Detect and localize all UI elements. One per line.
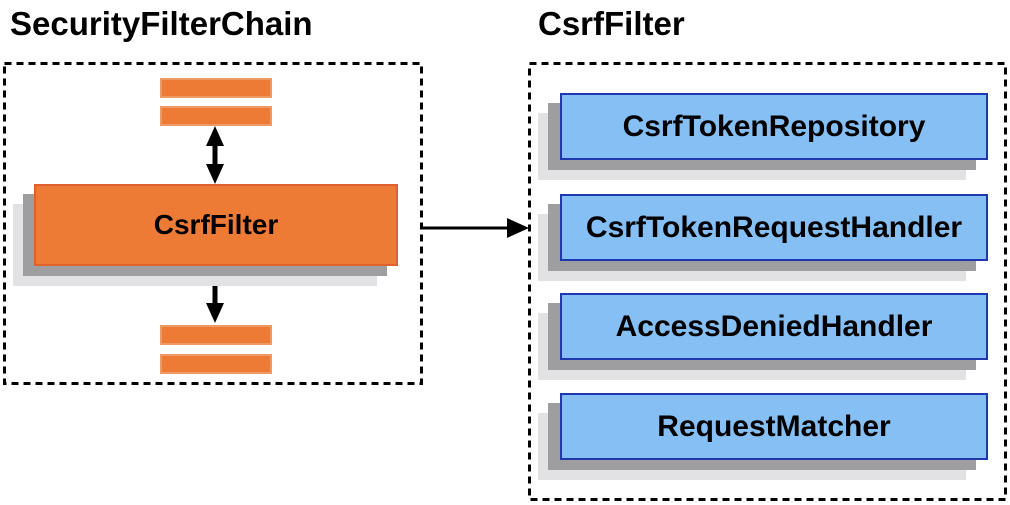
- component-label: AccessDeniedHandler: [615, 309, 933, 343]
- csrf-filter-node-label: CsrfFilter: [153, 209, 279, 240]
- component-box-request-matcher: RequestMatcher: [560, 393, 988, 460]
- security-filter-chain-boundary: [3, 62, 423, 385]
- component-label: CsrfTokenRepository: [622, 109, 926, 143]
- component-label: RequestMatcher: [657, 409, 891, 443]
- security-filter-chain-title: SecurityFilterChain: [10, 5, 313, 42]
- component-box-csrf-token-repository: CsrfTokenRepository: [560, 93, 988, 160]
- bidirectional-arrow-bottom-icon: [206, 266, 224, 323]
- component-box-access-denied-handler: AccessDeniedHandler: [560, 293, 988, 360]
- csrf-filter-node: CsrfFilter: [34, 184, 398, 266]
- filter-placeholder-bar: [160, 325, 272, 345]
- csrf-filter-title: CsrfFilter: [538, 5, 685, 42]
- filter-placeholder-bar: [160, 106, 272, 126]
- delegation-arrow-icon: [423, 218, 529, 238]
- filter-placeholder-bar: [160, 354, 272, 374]
- component-label: CsrfTokenRequestHandler: [585, 210, 963, 244]
- component-box-csrf-token-request-handler: CsrfTokenRequestHandler: [560, 194, 988, 261]
- bidirectional-arrow-top-icon: [206, 126, 224, 184]
- filter-placeholder-bar: [160, 78, 272, 98]
